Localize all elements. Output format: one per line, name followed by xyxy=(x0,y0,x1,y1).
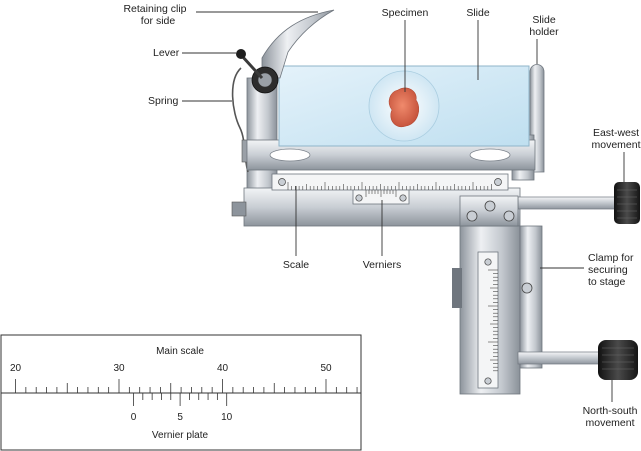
vertical-scale-strip xyxy=(477,251,499,389)
lever-arm xyxy=(240,54,264,80)
label-north-south-1: North-south xyxy=(583,405,638,417)
label-retaining-clip-1: Retaining clip xyxy=(123,3,186,15)
label-slide-holder-1: Slide xyxy=(532,14,556,26)
label-specimen: Specimen xyxy=(382,7,429,19)
horizontal-vernier-ticks xyxy=(365,190,397,197)
vernier-screw-right xyxy=(399,194,407,202)
plate-screw-1 xyxy=(466,210,478,222)
inset-vernier-numbers: 0 5 10 xyxy=(131,412,233,423)
label-north-south-2: movement xyxy=(585,417,634,429)
main-scale-number: 50 xyxy=(320,363,332,374)
crossbar-slot-right xyxy=(469,148,511,162)
label-slide-holder-2: holder xyxy=(529,26,559,38)
label-clamp-2: securing xyxy=(588,264,628,276)
retaining-clip xyxy=(261,9,335,79)
main-scale-number: 30 xyxy=(113,363,125,374)
carriage-screw-tab xyxy=(231,201,247,217)
label-spring: Spring xyxy=(148,95,179,107)
inset-main-scale-ticks xyxy=(15,379,358,393)
north-south-knob-grip xyxy=(602,347,634,370)
vscale-screw-bottom xyxy=(484,377,492,385)
vernier-inset: Main scale 20 30 40 50 0 5 10 Vernier plate xyxy=(0,334,362,451)
vernier-plate-number: 0 xyxy=(131,412,137,423)
slide-scale-ticks xyxy=(287,182,492,190)
scale-screw-right xyxy=(494,178,502,186)
label-east-west-1: East-west xyxy=(593,127,639,139)
vernier-screw-left xyxy=(355,194,363,202)
specimen-tissue xyxy=(388,87,419,128)
clamp-screw xyxy=(521,282,533,294)
east-west-knob xyxy=(614,182,640,224)
main-scale-number: 20 xyxy=(10,363,22,374)
label-verniers: Verniers xyxy=(363,259,402,271)
inset-main-scale-title: Main scale xyxy=(156,346,204,357)
plate-screw-3 xyxy=(503,210,515,222)
slide-scale-strip xyxy=(271,173,509,191)
east-west-knob-grip xyxy=(617,189,637,219)
label-scale: Scale xyxy=(283,259,309,271)
vertical-scale-ticks xyxy=(488,269,498,372)
east-west-rod xyxy=(517,196,619,210)
vernier-plate-number: 10 xyxy=(221,412,233,423)
north-south-knob xyxy=(598,340,638,380)
crossbar-slot-left xyxy=(269,148,311,162)
inset-vernier-title: Vernier plate xyxy=(152,430,209,441)
main-scale-number: 40 xyxy=(217,363,229,374)
label-slide: Slide xyxy=(466,7,490,19)
clamp-side-stops xyxy=(452,268,462,308)
inset-main-scale-numbers: 20 30 40 50 xyxy=(10,363,332,374)
inset-vernier-ticks xyxy=(133,393,228,406)
label-clamp-1: Clamp for xyxy=(588,252,634,264)
lever-knob xyxy=(236,49,246,59)
plate-screw-2 xyxy=(484,200,496,212)
scale-screw-left xyxy=(278,178,286,186)
vscale-screw-top xyxy=(484,258,492,266)
vernier-plate-number: 5 xyxy=(177,412,183,423)
labels: Retaining clip for side Lever Spring Spe… xyxy=(123,3,640,429)
label-east-west-2: movement xyxy=(591,139,640,151)
left-frame-post xyxy=(246,77,278,191)
label-clamp-3: to stage xyxy=(588,276,626,288)
clamp-block xyxy=(519,225,543,369)
label-retaining-clip-2: for side xyxy=(141,15,176,27)
label-lever: Lever xyxy=(153,47,180,59)
